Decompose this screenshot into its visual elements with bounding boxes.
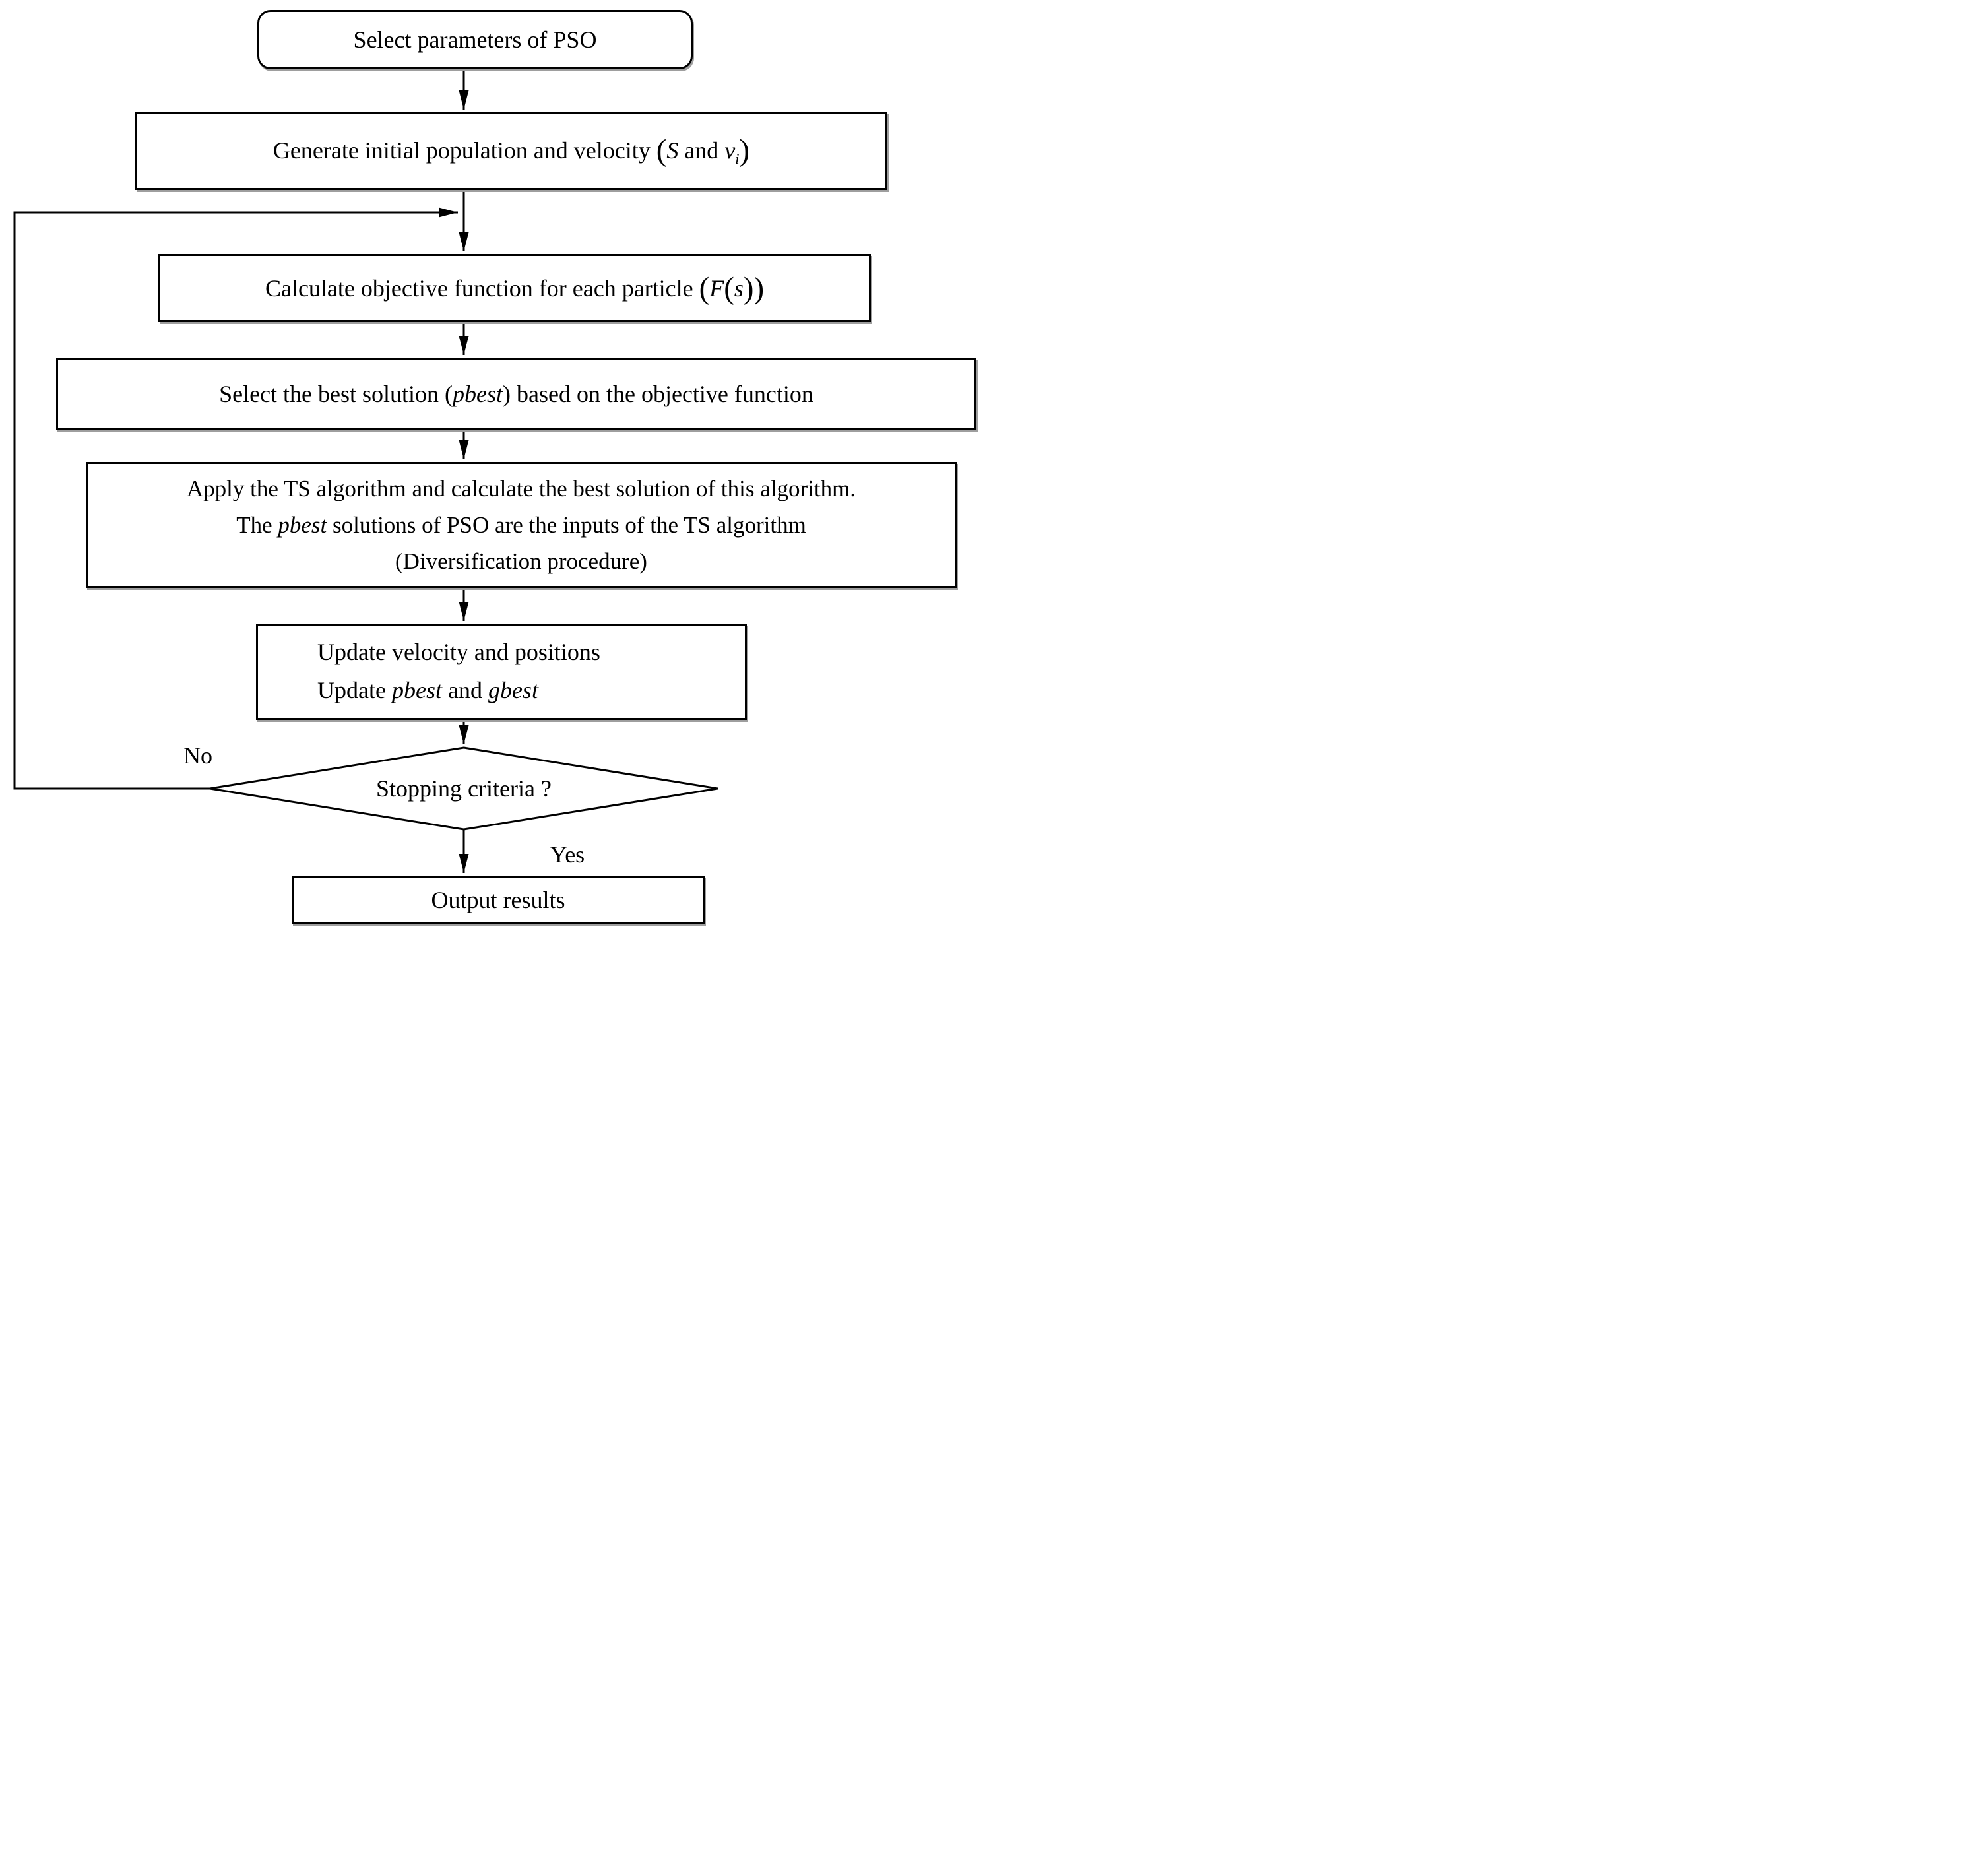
node-update-velocity-positions: Update velocity and positions Update pbe… xyxy=(256,624,747,720)
node-label-line3: (Diversification procedure) xyxy=(395,548,647,575)
edge-no-loop xyxy=(13,207,458,790)
node-label: Select the best solution (pbest) based o… xyxy=(219,380,813,407)
node-label: Calculate objective function for each pa… xyxy=(265,271,765,306)
node-calculate-objective: Calculate objective function for each pa… xyxy=(158,254,871,322)
node-stopping-criteria: Stopping criteria ? xyxy=(299,767,629,810)
node-apply-ts-algorithm: Apply the TS algorithm and calculate the… xyxy=(86,462,957,588)
edge-label-no: No xyxy=(183,742,212,769)
node-label-line1: Apply the TS algorithm and calculate the… xyxy=(186,475,856,501)
node-select-best-solution: Select the best solution (pbest) based o… xyxy=(56,358,976,430)
node-label: Select parameters of PSO xyxy=(353,26,597,53)
node-label: Stopping criteria ? xyxy=(376,775,552,802)
node-select-parameters: Select parameters of PSO xyxy=(257,10,693,69)
node-output-results: Output results xyxy=(292,876,705,924)
node-label: Output results xyxy=(431,887,565,913)
node-label: Generate initial population and velocity… xyxy=(272,133,750,168)
decision-diamond xyxy=(209,746,718,831)
connector-layer xyxy=(13,69,718,873)
node-label-line2: The pbest solutions of PSO are the input… xyxy=(236,511,806,538)
node-label-line1: Update velocity and positions xyxy=(317,639,600,666)
flowchart-canvas: Select parameters of PSO Generate initia… xyxy=(0,0,987,938)
node-label-line2: Update pbest and gbest xyxy=(317,677,538,703)
node-generate-initial-population: Generate initial population and velocity… xyxy=(135,112,887,190)
edge-label-yes: Yes xyxy=(550,841,585,868)
